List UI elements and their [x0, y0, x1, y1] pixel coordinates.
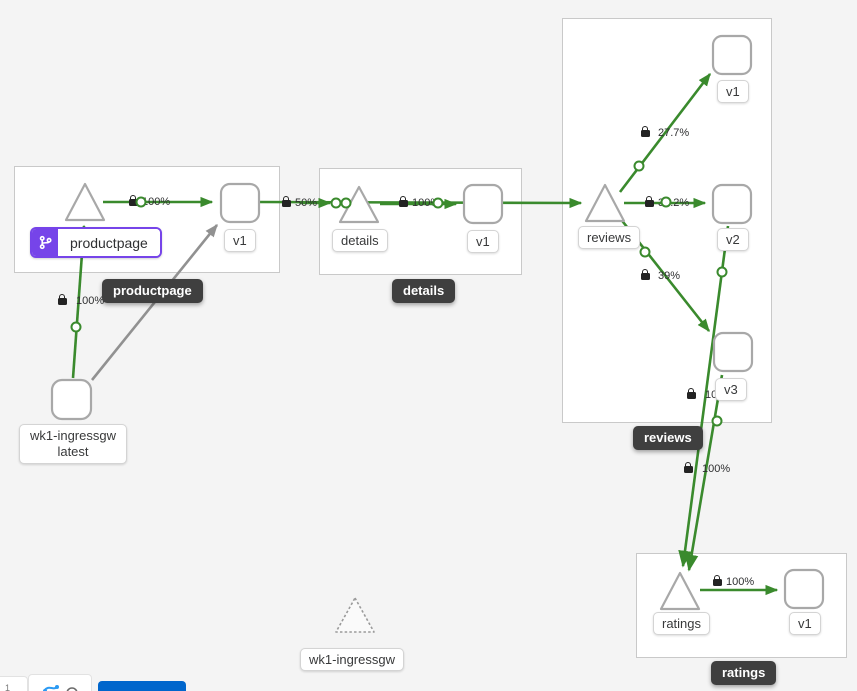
node-label-text: wk1-ingressgw	[30, 428, 116, 443]
zoom-level-text: 1	[5, 683, 11, 691]
app-badge-icon	[32, 229, 58, 256]
node-label-ingress-workload[interactable]: wk1-ingressgw latest	[19, 424, 127, 464]
mtls-lock-icon	[399, 196, 408, 207]
edge-label-details-v1: 100%	[399, 196, 441, 210]
edge-percent: 39%	[658, 270, 681, 282]
edge-label-reviews-v3: 39%	[641, 269, 681, 283]
edge-percent: 50%	[295, 197, 318, 209]
node-label-reviews[interactable]: reviews	[578, 226, 641, 249]
edge-label-productpage-v1: 100%	[129, 195, 171, 209]
group-box-reviews[interactable]	[562, 18, 772, 423]
edge-label-reviews-v1: 27.7%	[641, 126, 690, 140]
group-badge-text: productpage	[113, 283, 192, 298]
node-label-text: latest	[57, 444, 89, 459]
mtls-lock-icon	[282, 196, 291, 207]
node-label-reviews-v1[interactable]: v1	[717, 80, 749, 103]
node-label-text: details	[341, 233, 379, 248]
group-box-details[interactable]	[319, 168, 522, 275]
mtls-lock-icon	[687, 388, 696, 399]
edge-percent: 100%	[142, 196, 171, 208]
edge-percent: 100%	[726, 576, 755, 588]
node-label-reviews-v3[interactable]: v3	[715, 378, 747, 401]
node-label-text: v3	[724, 382, 738, 397]
edge-label-v1-details: 50%	[282, 196, 318, 210]
edge-percent: 100%	[702, 463, 731, 475]
node-label-text: ratings	[662, 616, 702, 631]
node-label-ingress-idle[interactable]: wk1-ingressgw	[300, 648, 404, 671]
mtls-lock-icon	[713, 575, 722, 586]
edge-label-v2-ratings: 100%	[684, 462, 731, 476]
group-badge-text: ratings	[722, 665, 766, 680]
node-ingress-idle-service[interactable]	[335, 597, 375, 633]
edge-percent: 100%	[76, 295, 105, 307]
node-label-text: v1	[476, 234, 490, 249]
legend-button[interactable]	[98, 681, 186, 691]
group-badge-details[interactable]: details	[392, 279, 456, 303]
group-badge-text: details	[403, 283, 445, 298]
mini-graph-icon	[43, 685, 78, 691]
mtls-lock-icon	[641, 269, 650, 280]
node-label-reviews-v2[interactable]: v2	[717, 228, 749, 251]
node-label-productpage-selected[interactable]: productpage	[30, 227, 162, 258]
mtls-lock-icon	[641, 126, 650, 137]
mtls-lock-icon	[684, 462, 693, 473]
graph-settings-chip[interactable]	[28, 674, 92, 691]
mtls-lock-icon	[58, 294, 67, 305]
edge-label-reviews-v2: 33.2%	[645, 196, 690, 210]
node-label-ratings-v1[interactable]: v1	[789, 612, 821, 635]
node-label-text: wk1-ingressgw	[309, 652, 395, 667]
group-box-ratings[interactable]	[636, 553, 847, 658]
node-ingress-workload[interactable]	[50, 378, 93, 421]
group-badge-reviews[interactable]: reviews	[633, 426, 703, 450]
node-label-details[interactable]: details	[332, 229, 388, 252]
edge-percent: 100%	[412, 197, 441, 209]
mtls-lock-icon	[129, 195, 138, 206]
node-label-text: reviews	[587, 230, 632, 245]
group-badge-text: reviews	[644, 430, 692, 445]
edge-waypoint-circle	[70, 321, 82, 333]
node-label-productpage-v1[interactable]: v1	[224, 229, 256, 252]
zoom-level-chip[interactable]: 1	[0, 676, 28, 691]
node-label-text: v1	[726, 84, 740, 99]
circle-icon	[66, 687, 78, 691]
edge-percent: 33.2%	[658, 197, 690, 209]
group-badge-productpage[interactable]: productpage	[102, 279, 203, 303]
node-label-text: productpage	[58, 229, 160, 256]
node-label-details-v1[interactable]: v1	[467, 230, 499, 253]
edge-label-ingress-productpage: 100%	[58, 294, 105, 308]
group-badge-ratings[interactable]: ratings	[711, 661, 777, 685]
node-label-text: v1	[233, 233, 247, 248]
mtls-lock-icon	[645, 196, 654, 207]
node-label-text: v2	[726, 232, 740, 247]
node-label-ratings[interactable]: ratings	[653, 612, 711, 635]
node-label-text: v1	[798, 616, 812, 631]
edge-percent: 27.7%	[658, 127, 690, 139]
edge-label-ratings-v1: 100%	[713, 575, 755, 589]
